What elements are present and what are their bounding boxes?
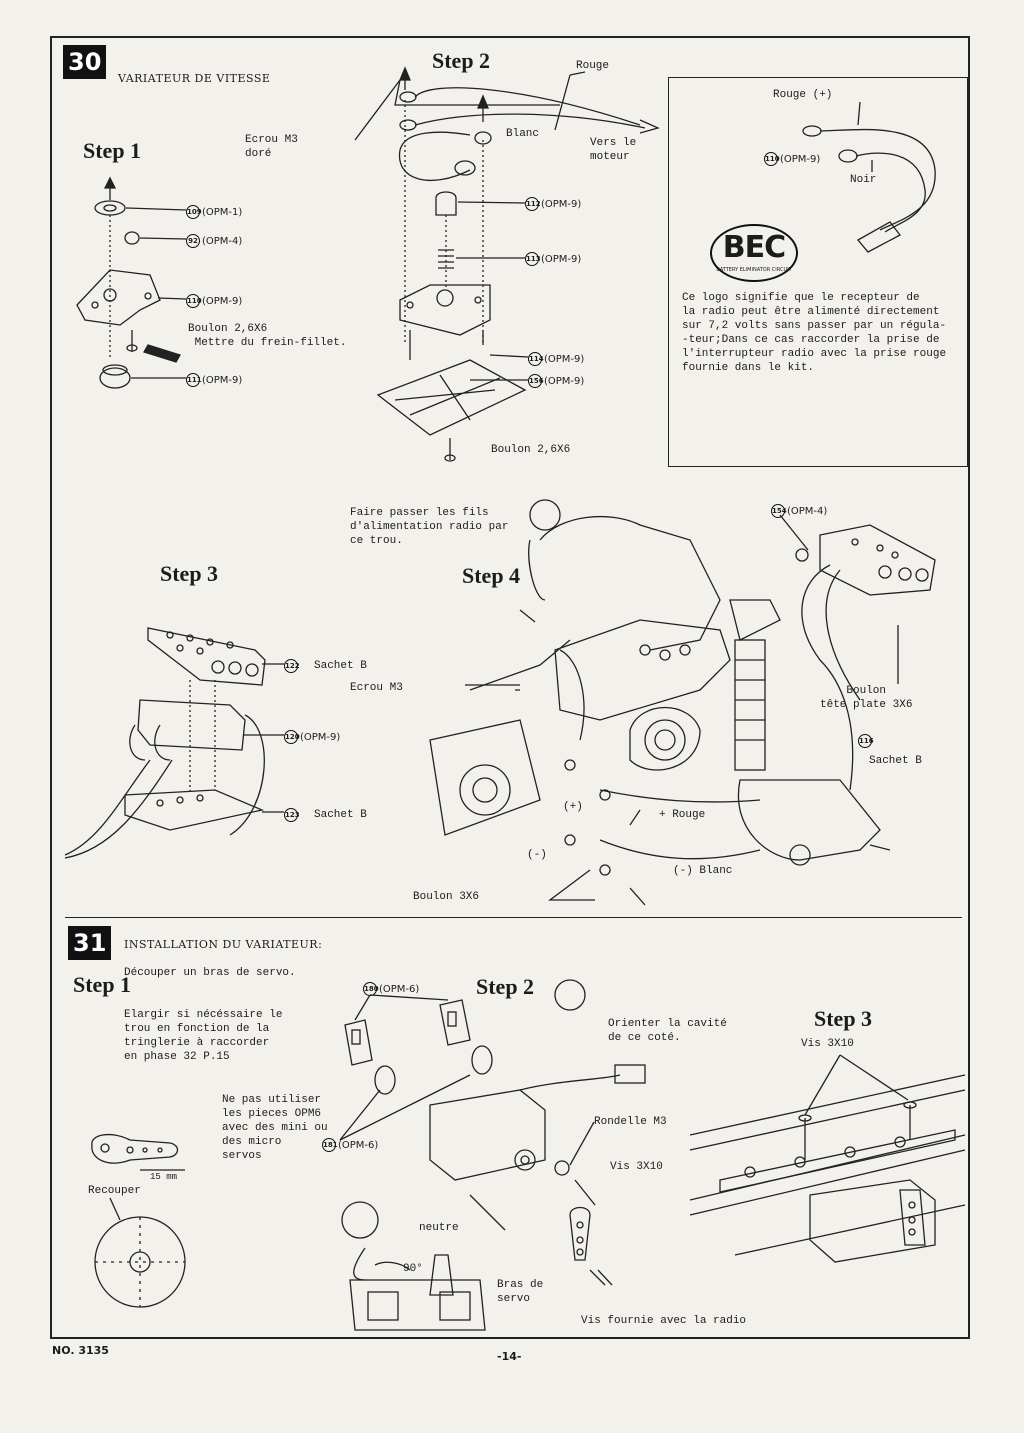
s31-step1-recouper: Recouper: [88, 1185, 141, 1197]
s30-step1-part-3: 110(OPM-9): [186, 294, 243, 308]
s30-step2-part-1: 112(OPM-9): [525, 197, 582, 211]
s30-step3-part-1: 122: [284, 659, 300, 673]
section-30-number: 30: [63, 45, 107, 79]
s30-step4-plus-rouge: + Rouge: [659, 809, 706, 821]
s30-step2-drawing: [354, 66, 660, 462]
s30-step4-minus-blanc: (-) Blanc: [673, 865, 733, 877]
s30-step3-ecrou: Ecrou M3: [350, 682, 403, 694]
s30-step3-label: Step 3: [160, 561, 219, 586]
s30-step1-label: Step 1: [83, 138, 142, 163]
s31-step1-nepas: Ne pas utiliser les pieces OPM6 avec des…: [222, 1094, 328, 1162]
s30-step3-drawing: [64, 627, 284, 859]
s30-step2-part-4: 156(OPM-9): [528, 374, 585, 388]
s30-step2-vers: Vers le moteur: [590, 137, 637, 163]
s30-step4-drawing: [429, 499, 936, 906]
bec-noir: Noir: [850, 174, 877, 186]
bec-part: 110(OPM-9): [764, 152, 821, 166]
section-divider: [65, 917, 962, 918]
s31-step2-neutre: neutre: [419, 1222, 459, 1234]
s30-step4-plus: (+): [563, 801, 583, 813]
s30-step3-sachet-2: Sachet B: [314, 809, 367, 821]
s31-step3-label: Step 3: [814, 1006, 873, 1031]
bec-text: Ce logo signifie que le recepteur de la …: [682, 292, 947, 374]
page-frame: [50, 36, 970, 1339]
s31-step2-drawing: [339, 979, 646, 1331]
s31-step1-elargir: Elargir si nécéssaire le trou en fonctio…: [124, 1009, 283, 1063]
s30-step1-drawing: [76, 176, 187, 389]
footer-part-number: NO. 3135: [52, 1344, 109, 1357]
s30-step2-label: Step 2: [432, 48, 491, 73]
s31-step1-mm: 15 mm: [150, 1172, 178, 1182]
section-31-number: 31: [68, 926, 112, 960]
s30-step2-part-2: 113(OPM-9): [525, 252, 582, 266]
s30-step2-rouge: Rouge: [576, 60, 610, 72]
s31-step3-drawing: [689, 1054, 966, 1263]
s30-step4-boulon: Boulon 3X6: [413, 891, 480, 903]
s30-step1-boulon: Boulon 2,6X6 Mettre du frein-fillet.: [188, 323, 347, 349]
s30-step1-ecrou: Ecrou M3 doré: [245, 134, 298, 160]
s30-step2-boulon: Boulon 2,6X6: [491, 444, 571, 456]
s31-step2-label: Step 2: [476, 974, 535, 999]
footer-page-number: -14-: [497, 1350, 522, 1363]
s30-step4-part: 154(OPM-4): [771, 504, 828, 518]
section-31-title: INSTALLATION DU VARIATEUR:: [124, 938, 323, 951]
bec-wire-drawing: [802, 101, 936, 253]
s30-step4-sachet: Sachet B: [869, 755, 922, 767]
bec-logo: BEC BATTERY ELIMINATOR CIRCUIT: [710, 224, 798, 282]
s30-step4-part-2: 116: [858, 734, 874, 748]
s30-step2-blanc: Blanc: [506, 128, 540, 140]
s31-step1-decouper: Découper un bras de servo.: [124, 967, 296, 979]
s30-step3-part-3: 123: [284, 808, 300, 822]
s31-step3-vis: Vis 3X10: [801, 1038, 854, 1050]
s31-step1-drawing: [91, 1133, 186, 1308]
s31-step2-angle: 90°: [403, 1263, 423, 1275]
s30-step4-label: Step 4: [462, 563, 521, 588]
s30-step1-part-1: 109(OPM-1): [186, 205, 243, 219]
s31-step2-orienter: Orienter la cavité de ce coté.: [608, 1018, 727, 1044]
section-30-title: VARIATEUR DE VITESSE: [118, 72, 271, 85]
s30-step1-part-4: 111(OPM-9): [186, 373, 243, 387]
s30-step1-part-2: 92(OPM-4): [186, 234, 242, 248]
s30-step3-part-2: 120(OPM-9): [284, 730, 341, 744]
s30-step2-part-3: 114(OPM-9): [528, 352, 585, 366]
s30-step4-faire: Faire passer les fils d'alimentation rad…: [350, 507, 509, 547]
s31-step2-part-bottom: 181(OPM-6): [322, 1138, 379, 1152]
s31-step2-bras: Bras de servo: [497, 1279, 544, 1305]
s31-step2-vis: Vis 3X10: [610, 1161, 663, 1173]
bec-info-box: [668, 77, 968, 467]
s30-step4-minus: (-): [527, 849, 547, 861]
s30-step3-sachet-1: Sachet B: [314, 660, 367, 672]
bec-rouge: Rouge (+): [773, 89, 833, 101]
s31-step2-rondelle: Rondelle M3: [594, 1116, 667, 1128]
s31-step1-label: Step 1: [73, 972, 132, 997]
s31-step2-vis-radio: Vis fournie avec la radio: [581, 1315, 747, 1327]
